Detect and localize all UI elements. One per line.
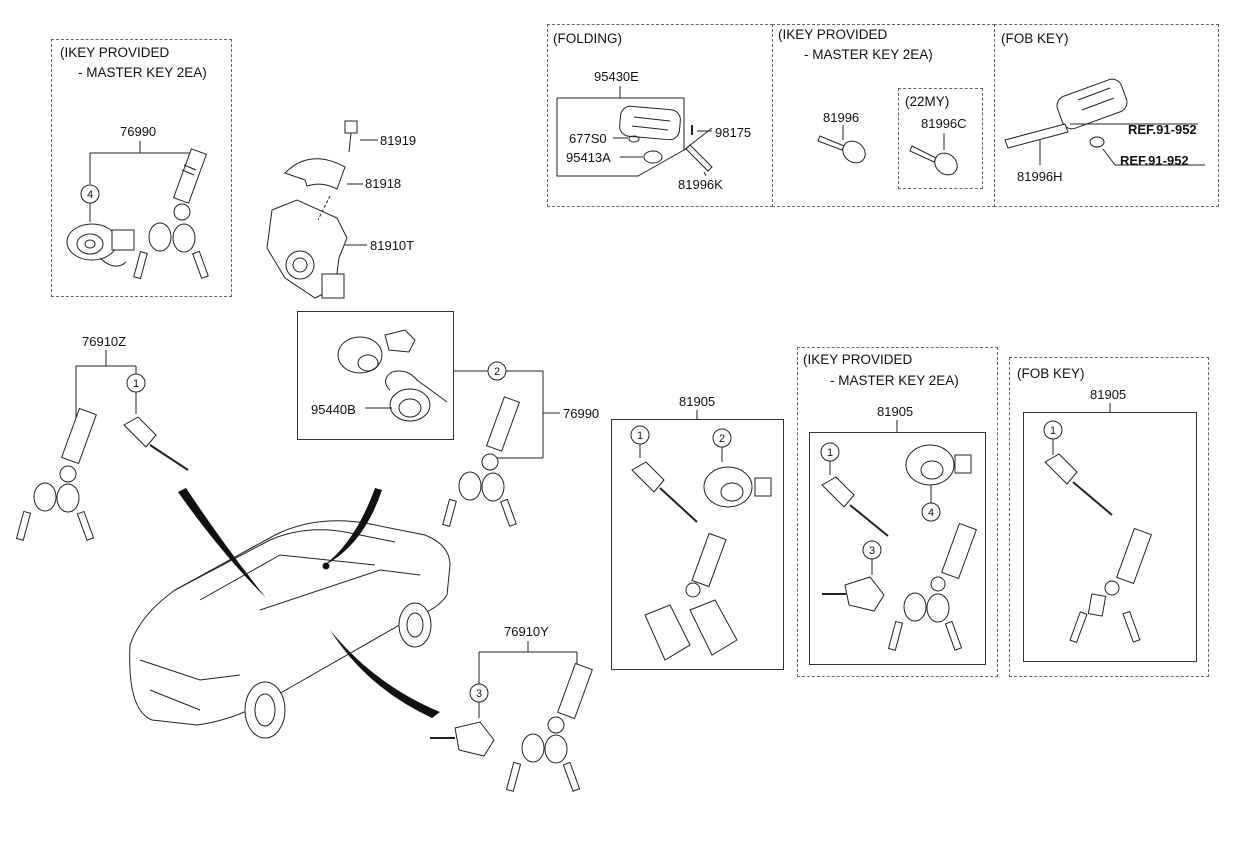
group-ikey-bottom: [797, 347, 998, 677]
ikey-bottom-header-1: (IKEY PROVIDED: [803, 352, 913, 367]
set-81905-ikey-box: [809, 432, 986, 665]
ignition-cylinder-icon: [66, 223, 135, 267]
ikey-bottom-header-2: - MASTER KEY 2EA): [830, 373, 959, 388]
part-76990-top: 76990: [120, 124, 157, 139]
shroud-81918-icon: [284, 158, 363, 190]
svg-text:1: 1: [1050, 425, 1056, 437]
part-677S0: 677S0: [569, 131, 607, 146]
ref-link-1[interactable]: REF.91-952: [1128, 122, 1197, 137]
part-95413A: 95413A: [566, 150, 611, 165]
svg-text:4: 4: [87, 189, 93, 201]
svg-text:2: 2: [719, 433, 725, 445]
part-81996C: 81996C: [921, 116, 967, 131]
svg-text:1: 1: [133, 378, 139, 390]
set-81905-ikey-parts: [821, 444, 977, 651]
group-22my: [898, 88, 983, 189]
key-fob-pair-icon-bottom: [505, 662, 593, 792]
leader-81905-fob: 1: [1043, 403, 1111, 455]
door-lock-cylinder-icon: [123, 416, 189, 471]
part-76910Z: 76910Z: [82, 334, 127, 349]
part-81996: 81996: [823, 110, 860, 125]
svg-text:1: 1: [827, 447, 833, 459]
fob-top-header: (FOB KEY): [1001, 31, 1069, 46]
leader-81905-mid: 1 2: [630, 410, 732, 462]
part-76910Y: 76910Y: [504, 624, 549, 639]
group-fob-top: [994, 24, 1219, 207]
leader-76990-top: [89, 141, 193, 185]
part-81919: 81919: [380, 133, 417, 148]
ikey-top-mid-header-2: - MASTER KEY 2EA): [804, 47, 933, 62]
ref-link-2[interactable]: REF.91-952: [1120, 153, 1189, 168]
leader-76910Y: 3: [469, 641, 578, 718]
key-fob-pair-icon-top: [133, 148, 209, 280]
part-81918: 81918: [365, 176, 402, 191]
part-81905-mid: 81905: [679, 394, 716, 409]
ikey-top-left-header-2: - MASTER KEY 2EA): [78, 65, 207, 80]
blade-key-81996C-icon: [909, 133, 958, 176]
part-81910T: 81910T: [370, 238, 415, 253]
folding-key-parts: [556, 86, 713, 177]
leader-81905-ikey: 1 4 3: [820, 420, 941, 575]
leader-76990-mid: 2: [454, 361, 560, 459]
blade-key-81996-icon: [817, 125, 866, 164]
ignition-switch-95440B-icon: [337, 329, 448, 422]
part-76990-mid: 76990: [563, 406, 600, 421]
set-81905-fob-parts: [1044, 453, 1152, 644]
bolt-81919-icon: [344, 120, 378, 153]
22my-header: (22MY): [905, 94, 950, 109]
key-fob-pair-icon-left: [15, 407, 97, 541]
set-81905-box: [611, 419, 784, 670]
svg-text:2: 2: [494, 366, 500, 378]
smart-fob-top-icon: [1004, 78, 1205, 166]
set-81905-fob-box: [1023, 412, 1197, 662]
part-81996K: 81996K: [678, 177, 723, 192]
fob-bottom-header: (FOB KEY): [1017, 366, 1085, 381]
tailgate-lock-icon: [430, 721, 495, 757]
svg-text:1: 1: [637, 430, 643, 442]
leader-76910Z: 1: [75, 350, 146, 430]
part-81905-ikey: 81905: [877, 404, 914, 419]
part-95430E: 95430E: [594, 69, 639, 84]
part-81905-fob: 81905: [1090, 387, 1127, 402]
svg-text:3: 3: [869, 545, 875, 557]
part-95440B: 95440B: [311, 402, 356, 417]
ikey-top-left-header-1: (IKEY PROVIDED: [60, 45, 170, 60]
ikey-top-mid-header-1: (IKEY PROVIDED: [778, 27, 888, 42]
pointer-arrows: [178, 488, 440, 718]
svg-text:3: 3: [476, 688, 482, 700]
group-fob-bottom: [1009, 357, 1209, 677]
lock-housing-81910T-icon: [266, 195, 367, 299]
part-98175: 98175: [715, 125, 752, 140]
part-81996H: 81996H: [1017, 169, 1063, 184]
svg-text:4: 4: [928, 507, 934, 519]
set-81905-mid-parts: [631, 461, 772, 661]
group-ikey-top-left: [51, 39, 232, 297]
key-fob-pair-icon-mid: [442, 396, 521, 527]
ignition-assembly-box: [297, 311, 454, 440]
vehicle-illustration: [129, 520, 451, 739]
callout-4-top: 4: [80, 184, 100, 222]
folding-header: (FOLDING): [553, 31, 622, 46]
